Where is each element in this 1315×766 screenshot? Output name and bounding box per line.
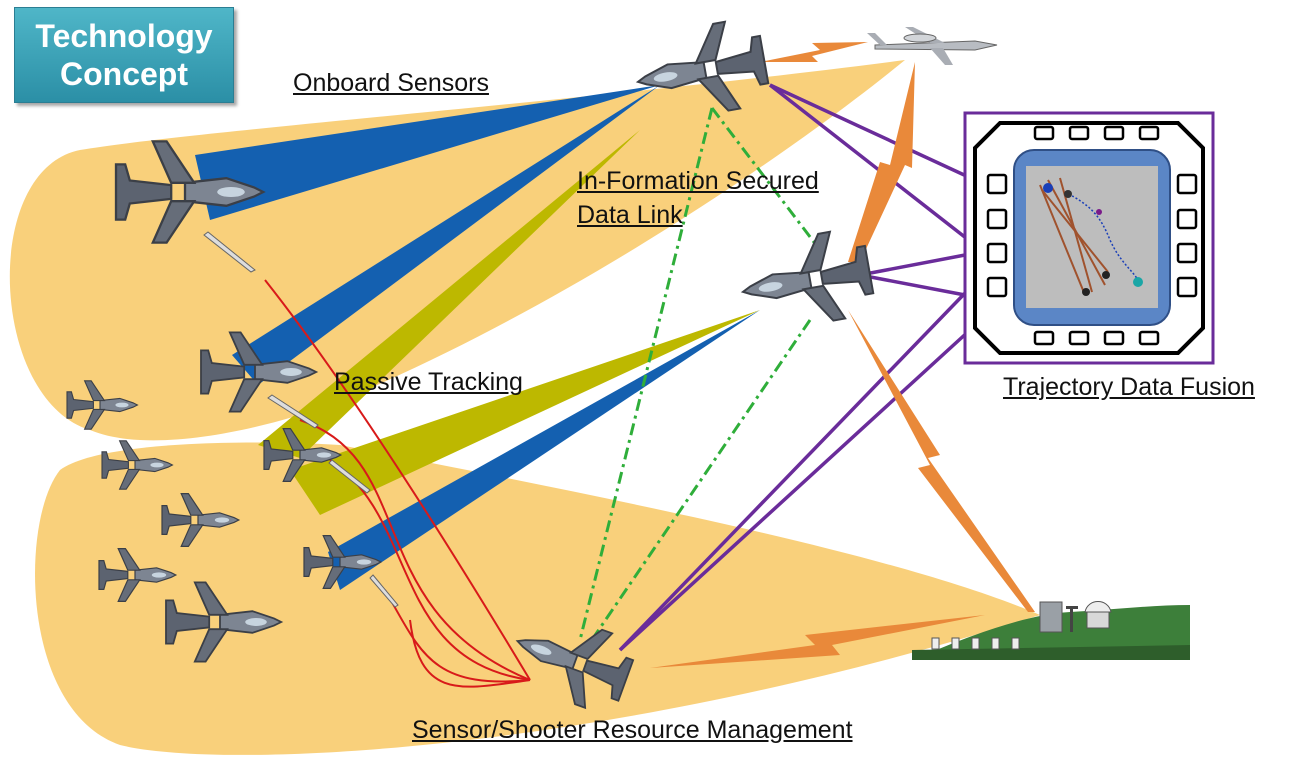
passive-beam	[258, 130, 640, 458]
missile-tracks	[264, 279, 531, 688]
trajectory-fusion-label: Trajectory Data Fusion	[1003, 373, 1255, 401]
radar-beam	[195, 85, 660, 220]
data-link-label-line-1: In-Formation Secured	[577, 167, 819, 195]
passive-beam	[290, 310, 760, 515]
resource-management-label: Sensor/Shooter Resource Management	[412, 716, 853, 744]
ground-station-icon	[912, 601, 1190, 660]
badge-line-1: Technology	[35, 18, 213, 54]
comm-links	[650, 42, 1035, 668]
onboard-sensors-label: Onboard Sensors	[293, 69, 489, 97]
radar-beam	[232, 85, 660, 385]
cockpit-display-icon	[963, 111, 1215, 365]
data-link-label-line-2: Data Link	[577, 201, 683, 229]
awacs-aircraft-icon	[867, 27, 998, 65]
passive-tracking-label: Passive Tracking	[334, 368, 523, 396]
technology-concept-badge: Technology Concept	[14, 7, 234, 103]
badge-line-2: Concept	[60, 56, 188, 92]
radar-beam	[328, 310, 760, 590]
lower-coverage-zone	[35, 442, 1040, 755]
missile-icon	[203, 231, 399, 608]
data-link-lines	[578, 107, 822, 651]
fusion-links	[618, 83, 977, 652]
